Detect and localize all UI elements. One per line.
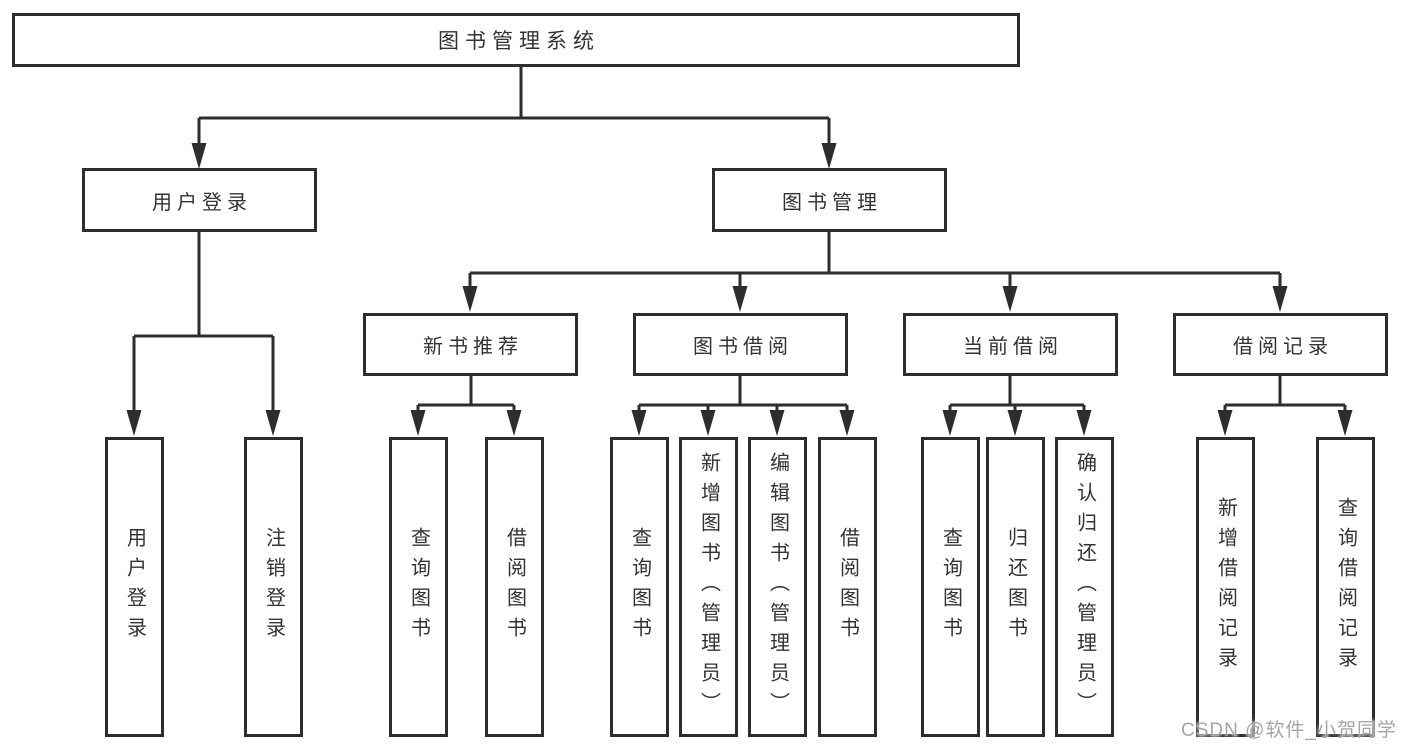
leaf-query-borrow-record: 查询借阅记录 bbox=[1316, 437, 1375, 737]
leaf-query-books-recommend: 查询图书 bbox=[389, 437, 448, 737]
leaf-query-books-current: 查询图书 bbox=[921, 437, 980, 737]
node-user-login: 用户登录 bbox=[82, 168, 317, 232]
leaf-borrow-books: 借阅图书 bbox=[818, 437, 877, 737]
node-current-borrow: 当前借阅 bbox=[903, 313, 1118, 376]
leaf-confirm-return-admin: 确认归还（管理员） bbox=[1055, 437, 1114, 737]
leaf-borrow-books-recommend: 借阅图书 bbox=[485, 437, 544, 737]
node-book-borrow: 图书借阅 bbox=[633, 313, 848, 376]
leaf-logout: 注销登录 bbox=[244, 437, 303, 737]
leaf-query-books-borrow: 查询图书 bbox=[610, 437, 669, 737]
leaf-edit-book-admin: 编辑图书（管理员） bbox=[748, 437, 807, 737]
node-new-book-recommend: 新书推荐 bbox=[363, 313, 578, 376]
leaf-return-book: 归还图书 bbox=[986, 437, 1045, 737]
leaf-add-borrow-record: 新增借阅记录 bbox=[1196, 437, 1255, 737]
leaf-add-book-admin: 新增图书（管理员） bbox=[679, 437, 738, 737]
node-borrow-records: 借阅记录 bbox=[1173, 313, 1388, 376]
csdn-watermark: CSDN @软件_小贺同学 bbox=[1181, 720, 1397, 741]
node-book-management: 图书管理 bbox=[712, 168, 947, 232]
leaf-user-login: 用户登录 bbox=[105, 437, 164, 737]
node-book-management-system: 图书管理系统 bbox=[12, 13, 1020, 67]
